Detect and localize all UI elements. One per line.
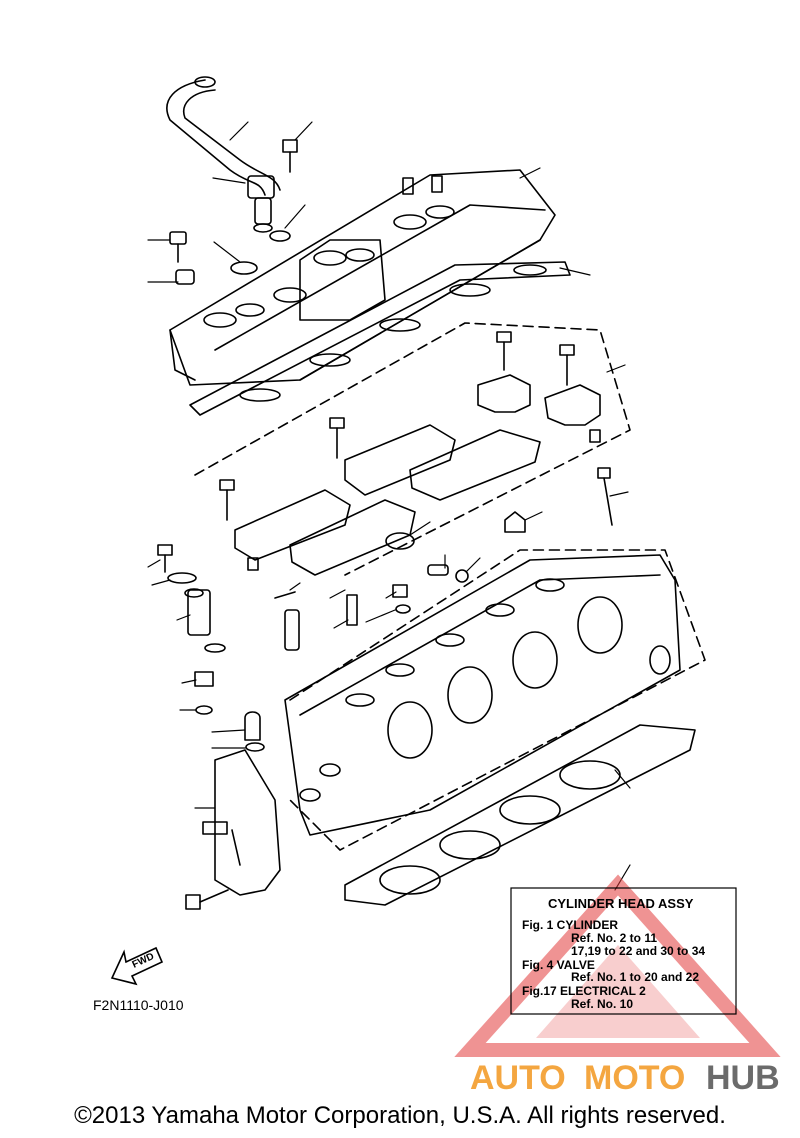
- breather-hose: [166, 76, 281, 233]
- legend-line: Fig. 1 CYLINDER: [522, 918, 618, 932]
- watermark-triangle: [454, 874, 781, 1057]
- legend-line: Ref. No. 1 to 20 and 22: [571, 970, 699, 984]
- camshaft-caps: [234, 374, 601, 576]
- leader-lines: [147, 121, 631, 891]
- watermark-moto: MOTO: [584, 1059, 685, 1097]
- legend-line: Ref. No. 10: [571, 997, 633, 1011]
- legend-box: CYLINDER HEAD ASSY Fig. 1 CYLINDER Ref. …: [510, 887, 737, 1015]
- left-parts: [157, 467, 613, 752]
- head-cover-gasket: [189, 261, 571, 416]
- bolts-9: [219, 331, 575, 521]
- dashed-group-head: [289, 549, 706, 851]
- watermark-logo: [454, 874, 781, 1057]
- legend-line: Fig. 4 VALVE: [522, 958, 595, 972]
- bolt-28: [282, 139, 298, 173]
- grommet-21: [175, 269, 195, 285]
- watermark-hub: HUB: [706, 1059, 780, 1097]
- figure-code: F2N1110-J010: [93, 997, 184, 1013]
- fwd-arrow: FWD: [110, 946, 164, 986]
- sensor-plate: [185, 749, 281, 910]
- cylinder-head-cover: [169, 169, 556, 386]
- dowel-8a: [589, 429, 601, 443]
- watermark-wordmark: AUTO MOTO HUB: [470, 1059, 780, 1097]
- legend-line: Fig.17 ELECTRICAL 2: [522, 984, 646, 998]
- watermark-auto: AUTO: [470, 1059, 566, 1097]
- dowel-8b: [247, 557, 259, 571]
- copyright-notice: ©2013 Yamaha Motor Corporation, U.S.A. A…: [74, 1102, 726, 1129]
- bolt-20: [169, 231, 187, 263]
- head-gasket: [344, 724, 696, 906]
- cylinder-head: [284, 554, 681, 836]
- legend-title: CYLINDER HEAD ASSY: [548, 896, 694, 911]
- legend-line: 17,19 to 22 and 30 to 34: [571, 944, 705, 958]
- plug-35: [230, 261, 258, 275]
- dashed-group-2: [194, 322, 631, 576]
- fwd-label: FWD: [131, 951, 156, 971]
- o-ring-27: [269, 230, 291, 242]
- legend-line: Ref. No. 2 to 11: [571, 931, 657, 945]
